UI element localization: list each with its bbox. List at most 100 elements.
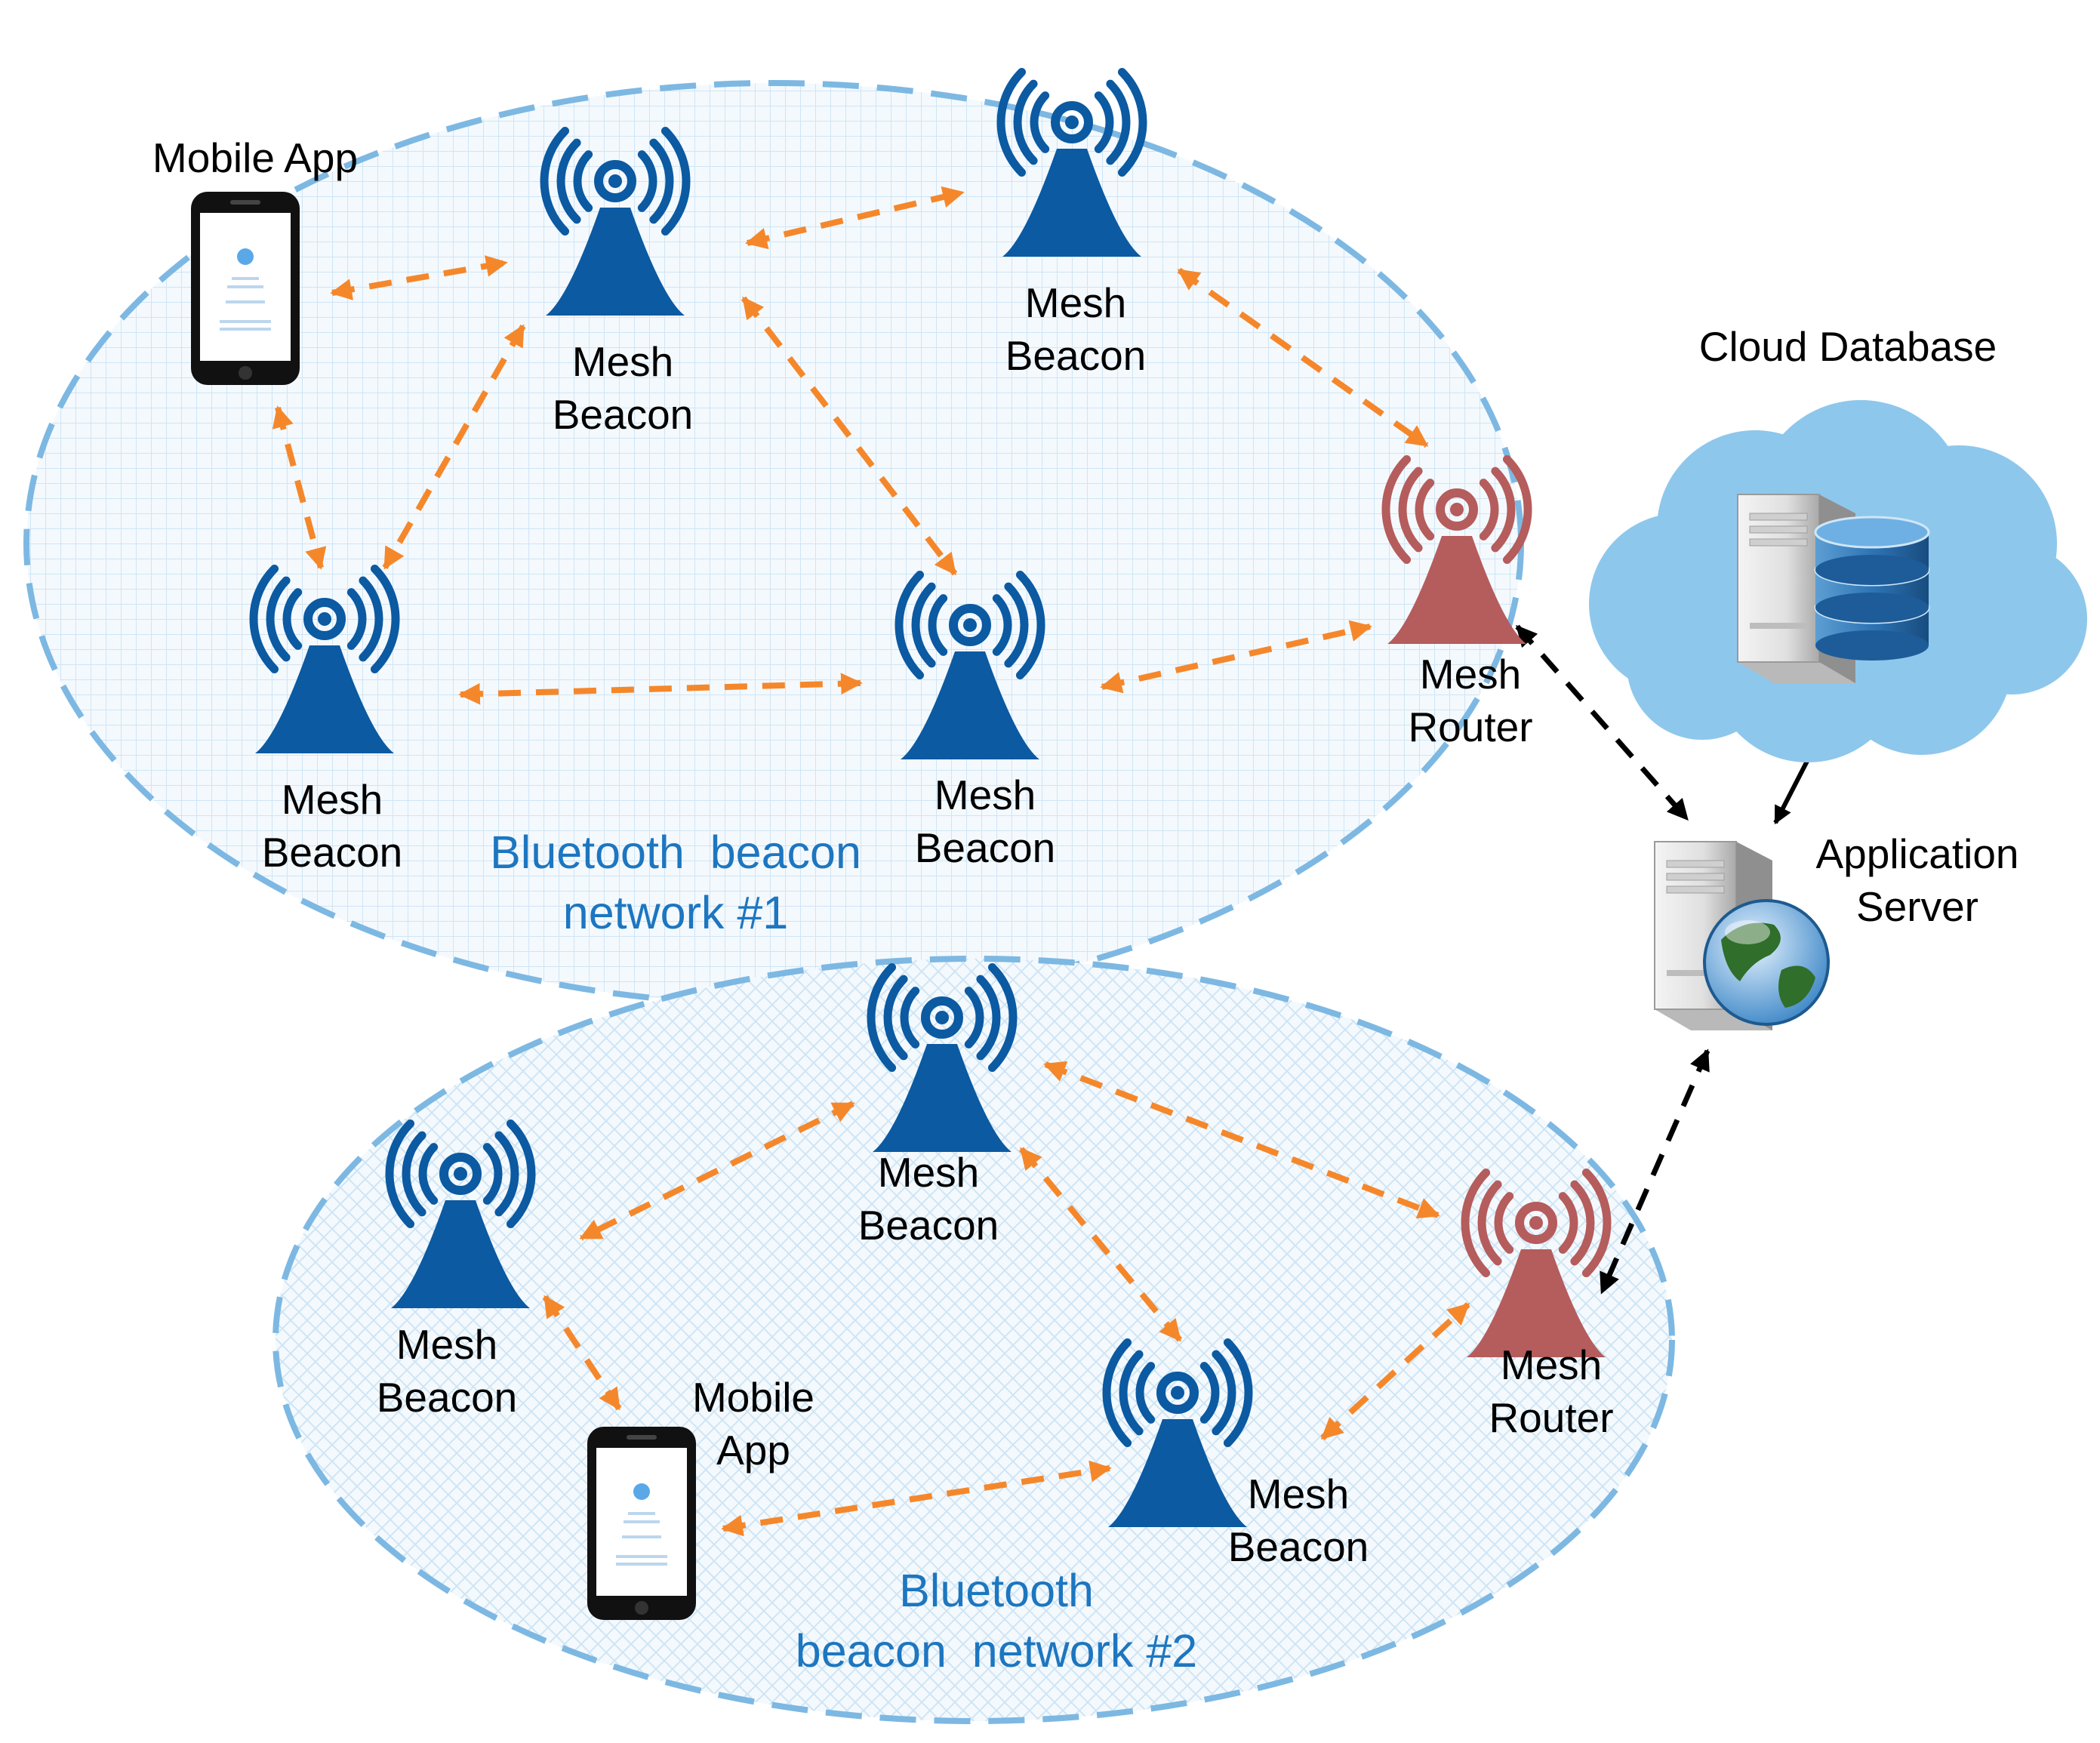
link-app2-b7	[721, 1460, 1112, 1537]
tower	[391, 1153, 530, 1308]
beacon-icon	[996, 68, 1147, 257]
link-b1-b4	[741, 296, 958, 576]
signal-waves	[540, 127, 691, 236]
beacon-label-line: Beacon	[262, 829, 403, 876]
network-label-line: beacon network #2	[796, 1625, 1197, 1677]
node-cloud: Cloud Database	[1589, 323, 2087, 762]
tower	[546, 160, 685, 316]
beacon-label-line: Mesh	[396, 1321, 498, 1368]
beacon-label-line: Beacon	[915, 824, 1056, 871]
mobile-label-line: Mobile App	[152, 134, 358, 181]
beacon-icon	[385, 1119, 536, 1308]
link-b5-r2	[1043, 1061, 1440, 1219]
server-label-line: Server	[1856, 883, 1978, 930]
link-b3-b4	[458, 673, 863, 705]
network-label-line: network #1	[563, 887, 788, 938]
mobile-label: Mobile App	[152, 134, 358, 181]
link-b1-b3	[382, 324, 526, 570]
smartphone-icon	[191, 192, 300, 385]
tower	[901, 604, 1039, 759]
beacon-label-line: Mesh	[282, 776, 383, 823]
cloud-label-line: Cloud Database	[1699, 323, 1997, 370]
mobile-label-line: App	[716, 1427, 790, 1474]
router-label-line: Router	[1408, 704, 1532, 750]
router-label-line: Router	[1489, 1394, 1613, 1441]
tower	[873, 996, 1012, 1152]
cloud-label: Cloud Database	[1699, 323, 1997, 370]
beacon-icon	[540, 127, 691, 316]
link-b6-app2	[542, 1295, 622, 1411]
beacon-icon	[1102, 1338, 1253, 1527]
signal-waves	[1381, 455, 1532, 564]
signal-waves	[1461, 1169, 1612, 1277]
signal-waves	[895, 571, 1045, 679]
link-b5-b6	[579, 1101, 855, 1241]
node-app1: Mobile App	[152, 134, 358, 385]
tower	[1002, 101, 1141, 257]
beacon-label-line: Mesh	[572, 338, 674, 385]
smartphone-icon	[587, 1427, 696, 1620]
beacon-label-line: Beacon	[377, 1374, 518, 1421]
network-label-net1: Bluetooth beacon network #1	[490, 827, 861, 938]
beacon-icon	[249, 565, 400, 753]
tower	[255, 598, 394, 753]
beacon-icon	[895, 571, 1045, 759]
tower	[1387, 488, 1526, 644]
beacon-label-line: Beacon	[1228, 1523, 1369, 1570]
beacon-label-line: Mesh	[935, 771, 1036, 818]
link-server-r2	[1599, 1049, 1710, 1295]
tower	[1467, 1202, 1606, 1357]
signal-waves	[385, 1119, 536, 1228]
link-b7-r2	[1320, 1302, 1470, 1440]
beacon-label-line: Beacon	[553, 391, 694, 438]
router-icon	[1381, 455, 1532, 644]
link-r1-server	[1515, 624, 1689, 821]
beacon-label-line: Mesh	[878, 1149, 980, 1196]
link-app1-b1	[330, 255, 508, 300]
network-labels: Bluetooth beacon network #1 Bluetooth beaco…	[490, 827, 1197, 1677]
signal-waves	[249, 565, 400, 673]
network-label-line: Bluetooth beacon	[490, 827, 861, 878]
mobile-label-line: Mobile	[692, 1374, 814, 1421]
beacon-label-line: Mesh	[1025, 279, 1127, 326]
beacon-label-line: Beacon	[1005, 332, 1147, 379]
application-server-icon	[1654, 841, 1830, 1030]
link-app1-b3	[272, 405, 327, 570]
network-label-net2: Bluetooth beacon network #2	[796, 1565, 1197, 1677]
beacon-label-line: Beacon	[858, 1202, 999, 1249]
network-label-line: Bluetooth	[899, 1565, 1094, 1616]
router-label-line: Mesh	[1501, 1341, 1603, 1388]
globe-icon	[1703, 899, 1830, 1026]
tower	[1108, 1372, 1247, 1527]
signal-waves	[867, 963, 1018, 1072]
signal-waves	[1102, 1338, 1253, 1447]
server-label-line: Application	[1815, 830, 2018, 877]
link-b4-r1	[1100, 620, 1372, 694]
beacon-label-line: Mesh	[1248, 1470, 1350, 1517]
link-b2-r1	[1177, 267, 1429, 448]
router-label-line: Mesh	[1420, 651, 1522, 698]
